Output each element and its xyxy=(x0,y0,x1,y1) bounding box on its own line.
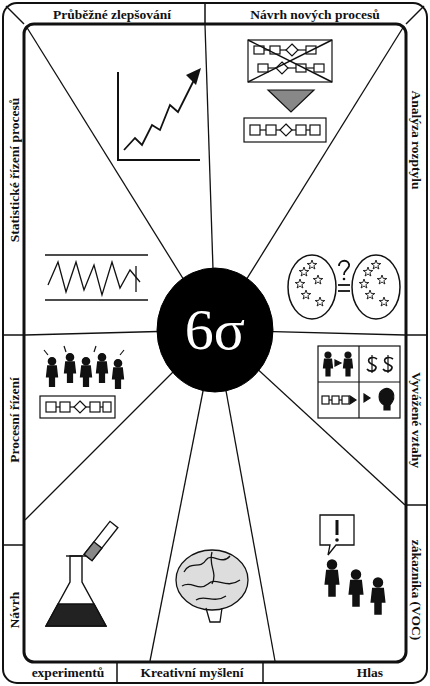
segment-label: Statistické řízení procesů xyxy=(7,96,22,244)
segment-label: Návrh nových procesů xyxy=(248,7,382,22)
center-ellipse: 6σ xyxy=(156,267,274,393)
segment-label: Analýza rozptylu xyxy=(409,88,424,191)
segment-label: zákazníka (VOC) xyxy=(409,538,424,643)
segment-label: Procesní řízení xyxy=(7,375,22,465)
segment-label: Vyvážené vztahy xyxy=(409,370,424,470)
customer-voice-icon xyxy=(320,515,385,614)
band-separator xyxy=(3,3,427,683)
flask-icon xyxy=(46,521,118,626)
variance-icon xyxy=(288,255,400,319)
segment-label: Návrh xyxy=(7,590,22,631)
segment-label: Kreativní myšlení xyxy=(139,665,246,680)
segment-label: Průběžné zlepšování xyxy=(51,7,173,22)
control-chart-icon xyxy=(45,255,148,300)
center-symbol: 6σ xyxy=(185,299,245,361)
segment-label: experimentů xyxy=(30,665,107,680)
outer-frame xyxy=(3,3,427,683)
process-redesign-icon xyxy=(244,40,332,142)
segment-label: Hlas xyxy=(355,665,385,680)
process-people-icon xyxy=(40,346,124,418)
balanced-relations-icon xyxy=(318,346,400,418)
segment-divider xyxy=(25,25,405,661)
growth-chart-icon xyxy=(118,68,201,160)
brain-icon xyxy=(176,550,248,622)
